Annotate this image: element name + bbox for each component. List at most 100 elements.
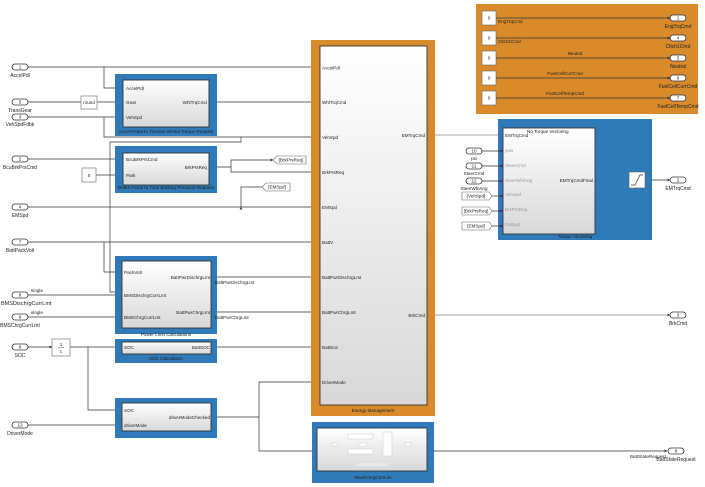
diagram-shape [11,63,29,71]
tv-from-tag[interactable]: [VehSpd] [461,191,504,201]
saturation-block[interactable] [628,171,646,189]
diagram-shape [121,402,212,432]
round-block[interactable]: round [80,95,98,110]
block-label: Power Limit Calculations [141,332,192,337]
block-label: VehSpd [322,135,339,140]
brake-pedal-subsystem[interactable]: BcuBrkPrsCmd Park BrkPrsReq Brake Pedal … [115,146,217,193]
block-label: 0 [488,36,491,41]
signal-lines [28,65,671,453]
diagram-shape [121,341,212,355]
block-label: 6 [677,76,680,81]
diagram-shape [11,343,29,351]
block-label: TransGear [8,108,32,114]
goto-brkprsreq[interactable]: [BrkPrsReq] [272,155,307,165]
diagram-shape [357,463,387,466]
diagram-shape [258,417,317,453]
block-label: Accel Pedal to Traction Wheel Torque Req… [119,129,215,134]
diagram-shape [667,447,685,455]
constant-rows: 0EngTrqCmd1EngTrqCmd0Cltch1Cmd4Cltch1Cmd… [481,10,699,110]
diagram-shape [669,311,687,319]
accel-pedal-subsystem[interactable]: AccelPdl Gear VehSpd WhlTrqCmd Accel Ped… [115,74,217,136]
tv-inport[interactable]: 10 psi [465,147,504,161]
block-label: BrkCmd [669,321,687,327]
block-label: 3 [677,313,680,318]
torque-vectoring-subsystem[interactable]: No Torque Vectoring EMTrqCmd yaw SteerCm… [498,119,652,240]
block-label: EMTrqCmd [402,133,426,138]
power-limit-subsystem[interactable]: PackVolt BMSDischrgCurrLmt BMSChrgCurrLm… [115,256,217,337]
block-label: SteerCmd [505,163,526,168]
block-label: psi [471,156,477,161]
block-label: 6 [19,345,22,350]
energy-management-subsystem[interactable]: AccelPdl WhlTrqCmd VehSpd BrkPrsReq EMSp… [311,40,435,416]
diagram-shape [669,14,687,22]
driver-mode-check-subsystem[interactable]: SOC driverMode driverModeChecked [115,398,217,438]
block-label: 11 [472,164,477,169]
max-dchrg-curr-lim-subsystem[interactable]: MaxDchrgCurrLim [312,422,434,483]
diagram-shape [11,291,29,299]
diagram-shape [669,54,687,62]
soc-calculation-subsystem[interactable]: SOC BattSOC SOC Calculation [115,339,217,363]
gain-block[interactable]: 1c [51,338,71,357]
diagram-shape [476,4,698,114]
block-label: 10 [471,149,477,154]
goto-emspd[interactable]: [EMSpd] [261,182,291,192]
block-label: BrkPrsReq [505,207,528,212]
block-label: 0 [488,76,491,81]
tv-from-tag[interactable]: [BrkPrsReq] [461,206,504,216]
block-label: EngTrqCmd [498,19,523,24]
block-label: EngTrqCmd [665,24,692,30]
block-label: BattSoc [322,345,339,350]
diagram-shape [669,74,687,82]
diagram-shape [80,95,98,110]
diagram-shape [122,79,210,128]
diagram-shape [347,433,374,440]
block-label: SOC [124,345,135,350]
diagram-shape [122,152,210,186]
block-label: AccelPdl [322,66,340,71]
block-label: 1 [677,16,680,21]
block-label: BattStateRequest [630,454,667,459]
block-label: driverMode [124,423,147,428]
block-label: 3 [19,115,22,120]
block-label: [BrkPrsReq] [279,158,304,163]
unused-outputs-subsystem[interactable] [476,4,698,114]
block-label: BcuBrkPrsCmd [126,157,158,162]
diagram-shape [87,347,123,412]
constant-block[interactable]: 0 [81,167,97,183]
block-label: BcuBrkPrsCmd [3,165,37,171]
block-label: c [60,349,63,354]
block-label: Torque Vectoring [558,234,593,239]
block-label: BattPwrChrgLmt [176,310,210,315]
diagram-shape [11,113,29,121]
block-label: WhlTrqCmd [322,100,347,105]
block-label: 0 [88,173,91,178]
tv-from-tag[interactable]: [EMSpd] [461,221,504,231]
block-label: Gear [126,100,137,105]
diagram-shape [669,94,687,102]
block-label: BMSChrgCurrLmt [0,323,40,329]
diagram-shape [319,45,428,406]
block-label: single [31,310,43,315]
block-label: 7 [19,240,22,245]
